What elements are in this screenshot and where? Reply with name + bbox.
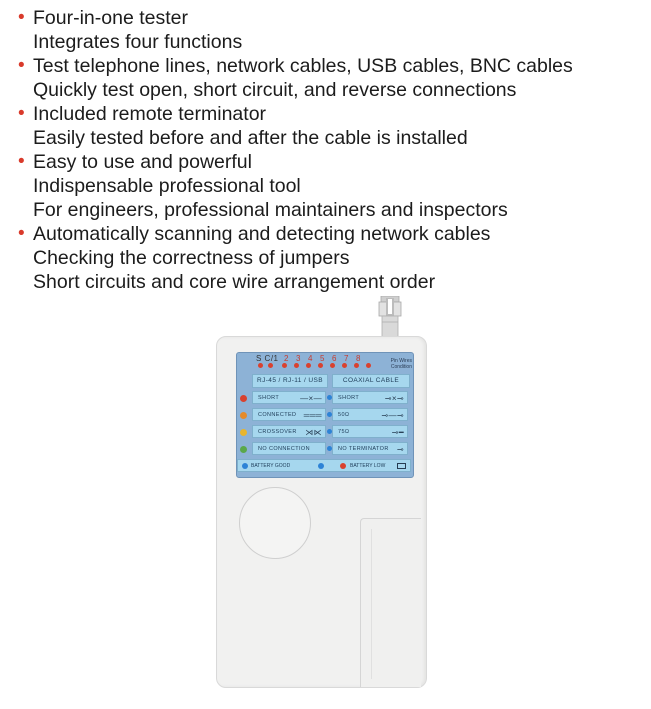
row-label: 50Ω xyxy=(338,412,350,418)
no-terminator-symbol-icon: ⊸ xyxy=(396,445,404,454)
feature-title: Test telephone lines, network cables, US… xyxy=(33,55,573,77)
pin-led-icon xyxy=(342,363,347,368)
row-coax-short: SHORT ⊸×⊸ xyxy=(332,391,408,404)
pin-wires-label: Pin Wires Condition xyxy=(390,358,412,370)
pin-led-icon xyxy=(318,363,323,368)
row-connected: CONNECTED ═══ xyxy=(252,408,326,421)
no-connection-led-icon xyxy=(240,446,247,453)
connected-led-icon xyxy=(240,412,247,419)
bnc-connector-icon xyxy=(378,296,402,338)
coax-led-icon xyxy=(327,446,332,451)
row-crossover: CROSSOVER ⋊⋉ xyxy=(252,425,326,438)
feature-title: Included remote terminator xyxy=(33,103,267,125)
coax-short-symbol-icon: ⊸×⊸ xyxy=(384,394,404,403)
short-symbol-icon: —×— xyxy=(300,394,322,403)
crossover-led-icon xyxy=(240,429,247,436)
bullet-icon: • xyxy=(18,103,25,124)
feature-detail: Checking the correctness of jumpers xyxy=(33,247,350,269)
feature-item: • Automatically scanning and detecting ne… xyxy=(18,222,648,294)
pin-number: 5 xyxy=(320,354,325,363)
feature-detail: Integrates four functions xyxy=(33,31,243,53)
battery-low-led-icon xyxy=(340,463,346,469)
feature-detail: Easily tested before and after the cable… xyxy=(33,127,468,149)
pin-led-icon xyxy=(366,363,371,368)
coax-led-icon xyxy=(327,412,332,417)
feature-detail: Indispensable professional tool xyxy=(33,175,301,197)
pin-number: 3 xyxy=(296,354,301,363)
row-label: CROSSOVER xyxy=(258,429,297,435)
coax-75-symbol-icon: ⊸━ xyxy=(391,428,404,437)
feature-title: Automatically scanning and detecting net… xyxy=(33,223,491,245)
row-coax-50: 50Ω ⊸—⊸ xyxy=(332,408,408,421)
row-coax-75: 75Ω ⊸━ xyxy=(332,425,408,438)
coax-led-icon xyxy=(327,395,332,400)
bullet-icon: • xyxy=(18,55,25,76)
coaxial-header: COAXIAL CABLE xyxy=(332,374,410,388)
pin-led-icon xyxy=(268,363,273,368)
pin-number: 7 xyxy=(344,354,349,363)
battery-compartment xyxy=(360,518,421,687)
row-label: NO CONNECTION xyxy=(258,446,310,452)
row-label: SHORT xyxy=(338,395,360,401)
feature-item: • Test telephone lines, network cables, U… xyxy=(18,54,648,102)
rj45-header: RJ-45 / RJ-11 / USB xyxy=(252,374,328,388)
pin-number: 8 xyxy=(356,354,361,363)
battery-symbol-icon xyxy=(397,463,406,469)
connected-symbol-icon: ═══ xyxy=(303,411,322,420)
feature-detail: Quickly test open, short circuit, and re… xyxy=(33,79,517,101)
sc-label: S C/1 xyxy=(256,354,279,363)
pin-led-icon xyxy=(354,363,359,368)
feature-detail: Short circuits and core wire arrangement… xyxy=(33,271,436,293)
row-label: SHORT xyxy=(258,395,280,401)
coax-50-symbol-icon: ⊸—⊸ xyxy=(381,411,404,420)
feature-title: Easy to use and powerful xyxy=(33,151,252,173)
pin-led-icon xyxy=(306,363,311,368)
pin-number: 2 xyxy=(284,354,289,363)
coax-led-icon xyxy=(327,429,332,434)
pin-led-icon xyxy=(282,363,287,368)
short-led-icon xyxy=(240,395,247,402)
battery-indicator: BATTERY GOOD BATTERY LOW xyxy=(237,459,411,472)
feature-detail: For engineers, professional maintainers … xyxy=(33,199,508,221)
battery-mid-led-icon xyxy=(318,463,324,469)
row-no-connection: NO CONNECTION xyxy=(252,442,326,455)
pin-led-icon xyxy=(330,363,335,368)
row-short: SHORT —×— xyxy=(252,391,326,404)
battery-good-led-icon xyxy=(242,463,248,469)
row-label: 75Ω xyxy=(338,429,350,435)
pin-number: 6 xyxy=(332,354,337,363)
compartment-groove xyxy=(371,529,418,679)
feature-title: Four-in-one tester xyxy=(33,7,188,29)
crossover-symbol-icon: ⋊⋉ xyxy=(305,428,322,437)
bullet-icon: • xyxy=(18,7,25,28)
row-label: CONNECTED xyxy=(258,412,297,418)
row-label: NO TERMINATOR xyxy=(338,446,389,452)
battery-low-label: BATTERY LOW xyxy=(350,463,386,469)
battery-good-label: BATTERY GOOD xyxy=(251,463,291,469)
row-no-terminator: NO TERMINATOR ⊸ xyxy=(332,442,408,455)
pin-led-icon xyxy=(258,363,263,368)
bullet-icon: • xyxy=(18,151,25,172)
bullet-icon: • xyxy=(18,223,25,244)
pin-number: 4 xyxy=(308,354,313,363)
cable-port-circle xyxy=(239,487,311,559)
pin-led-icon xyxy=(294,363,299,368)
